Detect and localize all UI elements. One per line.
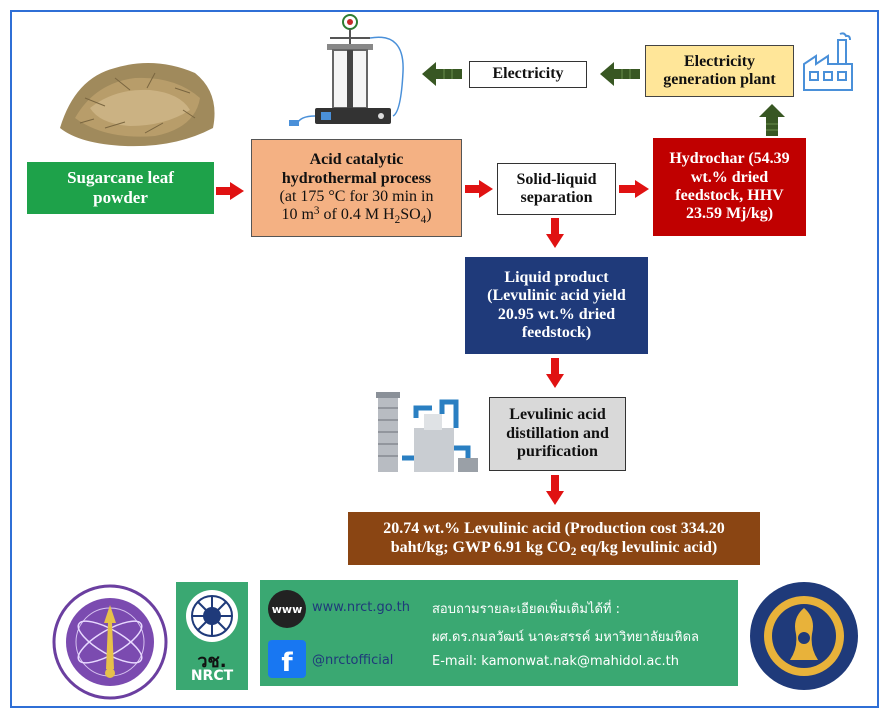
- liquid-line2: (Levulinic acid yield: [487, 287, 626, 305]
- sugarcane-leaf-powder-box: Sugarcane leaf powder: [27, 162, 214, 214]
- hydrochar-line4: 23.59 Mj/kg): [685, 205, 774, 223]
- process-title-line2: hydrothermal process: [281, 169, 432, 187]
- plant-line2: generation plant: [663, 71, 776, 88]
- website-link[interactable]: www.nrct.go.th: [312, 600, 410, 615]
- liquid-line4: feedstock): [521, 323, 592, 341]
- facebook-link[interactable]: @nrctofficial: [312, 653, 394, 668]
- distill-line2: distillation and: [506, 424, 609, 442]
- arrow-electricity-to-reactor: [422, 62, 462, 86]
- hydrochar-line3: feedstock, HHV: [675, 187, 784, 204]
- electricity-box: Electricity: [469, 61, 587, 88]
- electricity-label: Electricity: [492, 65, 564, 83]
- arrow-distill-to-final-shaft: [551, 475, 559, 491]
- hydrochar-line1: Hydrochar (54.39: [669, 150, 790, 168]
- process-conditions-line1: (at 175 °C for 30 min in: [279, 188, 434, 205]
- nrct-en-label: NRCT: [190, 668, 234, 684]
- reactor-apparatus-image: [289, 14, 404, 126]
- hydrochar-line2: wt.% dried: [690, 168, 769, 186]
- solid-liquid-separation-box: Solid-liquid separation: [497, 163, 616, 215]
- distillation-plant-image: [376, 392, 478, 472]
- nrct-emblem-icon: [186, 590, 238, 642]
- arrow-liquid-to-distill-shaft: [551, 358, 559, 374]
- plant-line1: Electricity: [683, 52, 756, 70]
- nrct-logo: วช. NRCT: [176, 582, 248, 690]
- arrow-feedstock-to-process-shaft: [216, 187, 230, 195]
- distill-line1: Levulinic acid: [509, 406, 606, 424]
- distillation-purification-box: Levulinic acid distillation and purifica…: [489, 397, 626, 471]
- mahidol-university-logo: [750, 582, 858, 690]
- arrow-separation-to-liquid-shaft: [551, 218, 559, 234]
- nrct-thai-label: วช.: [197, 651, 227, 672]
- arrow-separation-to-hydrochar-head: [635, 180, 649, 198]
- arrow-hydrochar-to-plant: [759, 104, 785, 136]
- arrow-liquid-to-distill-head: [546, 374, 564, 388]
- separation-line2: separation: [520, 189, 593, 206]
- facebook-icon: f: [268, 640, 306, 678]
- final-line1: 20.74 wt.% Levulinic acid (Production co…: [383, 520, 725, 538]
- final-product-box: 20.74 wt.% Levulinic acid (Production co…: [348, 512, 760, 565]
- process-title-line1: Acid catalytic: [309, 151, 404, 169]
- distill-line3: purification: [517, 443, 598, 461]
- arrow-distill-to-final-head: [546, 491, 564, 505]
- final-line2: baht/kg; GWP 6.91 kg CO2 eq/kg levulinic…: [390, 538, 718, 558]
- liquid-line1: Liquid product: [504, 268, 609, 286]
- arrow-process-to-separation-shaft: [465, 185, 479, 193]
- liquid-product-box: Liquid product (Levulinic acid yield 20.…: [465, 257, 648, 354]
- electricity-generation-plant-box: Electricity generation plant: [645, 45, 794, 97]
- arrow-plant-to-electricity: [600, 62, 640, 86]
- contact-line1: สอบถามรายละเอียดเพิ่มเติมได้ที่ :: [432, 602, 620, 617]
- www-icon: www: [268, 590, 306, 628]
- process-conditions-line2: 10 m3 of 0.4 M H2SO4): [281, 205, 432, 226]
- hydrochar-box: Hydrochar (54.39 wt.% dried feedstock, H…: [653, 138, 806, 236]
- arrow-separation-to-liquid-head: [546, 234, 564, 248]
- contact-line2: ผศ.ดร.กมลวัฒน์ นาคะสรรค์ มหาวิทยาลัยมหิด…: [432, 630, 699, 645]
- ministry-logo: [52, 584, 168, 700]
- sugarcane-powder-image: [60, 63, 215, 147]
- acid-catalytic-process-box: Acid catalytic hydrothermal process (at …: [251, 139, 462, 237]
- liquid-line3: 20.95 wt.% dried: [497, 305, 616, 323]
- contact-email[interactable]: E-mail: kamonwat.nak@mahidol.ac.th: [432, 654, 679, 669]
- arrow-separation-to-hydrochar-shaft: [619, 185, 635, 193]
- figure-frame: [10, 10, 879, 708]
- separation-line1: Solid-liquid: [516, 170, 597, 188]
- contact-panel: www www.nrct.go.th f @nrctofficial สอบถา…: [260, 580, 738, 686]
- feedstock-label: Sugarcane leaf powder: [67, 168, 174, 207]
- arrow-feedstock-to-process-head: [230, 182, 244, 200]
- factory-icon: [803, 32, 853, 91]
- arrow-process-to-separation-head: [479, 180, 493, 198]
